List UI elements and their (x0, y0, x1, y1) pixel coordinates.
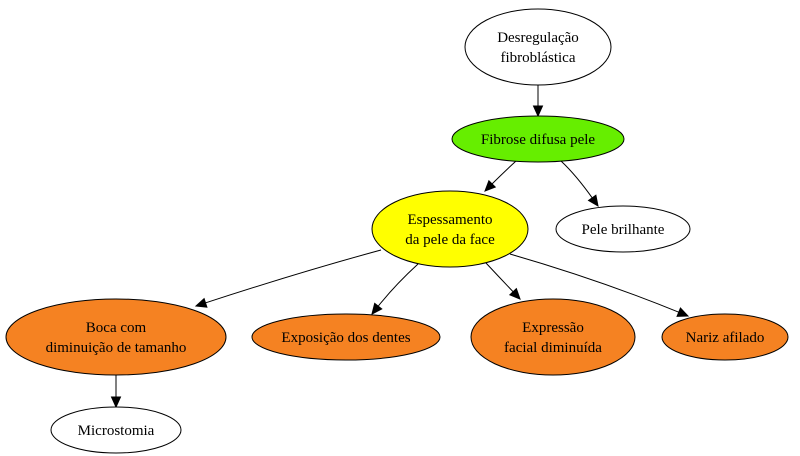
node-label: Nariz afilado (686, 330, 765, 346)
node-nariz: Nariz afilado (661, 313, 789, 361)
node-label: Boca com (86, 320, 147, 336)
arrowhead-icon (110, 396, 122, 409)
node-expressao: Expressão facial diminuída (470, 298, 636, 376)
edge-espessamento-to-nariz (509, 253, 690, 317)
node-label: diminuição de tamanho (46, 340, 187, 356)
node-ellipse (451, 115, 625, 163)
node-fibrose: Fibrose difusa pele (451, 115, 625, 163)
edge-espessamento-to-exposicao (371, 263, 419, 315)
node-exposicao: Exposição dos dentes (251, 313, 441, 361)
arrowhead-icon (508, 287, 521, 300)
arrowhead-icon (587, 194, 599, 207)
edge-line (204, 249, 382, 304)
edge-line (485, 262, 515, 293)
arrowhead-icon (484, 179, 497, 192)
edge-line (560, 160, 594, 199)
arrowhead-icon (194, 297, 208, 308)
node-ellipse (661, 313, 789, 361)
edge-espessamento-to-boca (194, 249, 382, 308)
edge-line (377, 263, 419, 308)
edges-layer (110, 85, 690, 409)
node-desregulacao: Desregulação fibroblástica (464, 8, 612, 86)
node-ellipse (470, 298, 636, 376)
arrowhead-icon (371, 302, 383, 315)
node-boca: Boca com diminuição de tamanho (5, 298, 227, 376)
edge-fibrose-to-espessamento (484, 160, 517, 192)
arrowhead-icon (676, 307, 690, 317)
node-label: Fibrose difusa pele (481, 132, 595, 148)
node-espessamento: Espessamento da pele da face (371, 190, 529, 268)
node-label: da pele da face (405, 232, 495, 248)
edge-desregulacao-to-fibrose (532, 85, 544, 118)
node-microstomia: Microstomia (50, 406, 182, 454)
node-label: Desregulação (497, 30, 579, 46)
arrowhead-icon (532, 105, 544, 118)
edge-boca-to-microstomia (110, 374, 122, 409)
node-label: Espessamento (408, 212, 493, 228)
node-pele-brilhante: Pele brilhante (555, 205, 691, 253)
edge-line (491, 160, 517, 185)
node-label: Expressão (522, 320, 584, 336)
node-ellipse (371, 190, 529, 268)
node-ellipse (555, 205, 691, 253)
node-label: Exposição dos dentes (281, 330, 410, 346)
node-label: fibroblástica (501, 50, 576, 66)
node-ellipse (5, 298, 227, 376)
edge-line (509, 253, 680, 314)
node-label: facial diminuída (504, 340, 602, 356)
node-label: Pele brilhante (582, 222, 665, 238)
node-ellipse (50, 406, 182, 454)
node-ellipse (251, 313, 441, 361)
edge-espessamento-to-expressao (485, 262, 521, 300)
node-ellipse (464, 8, 612, 86)
node-label: Microstomia (78, 423, 155, 439)
edge-fibrose-to-pele_brilhante (560, 160, 599, 207)
